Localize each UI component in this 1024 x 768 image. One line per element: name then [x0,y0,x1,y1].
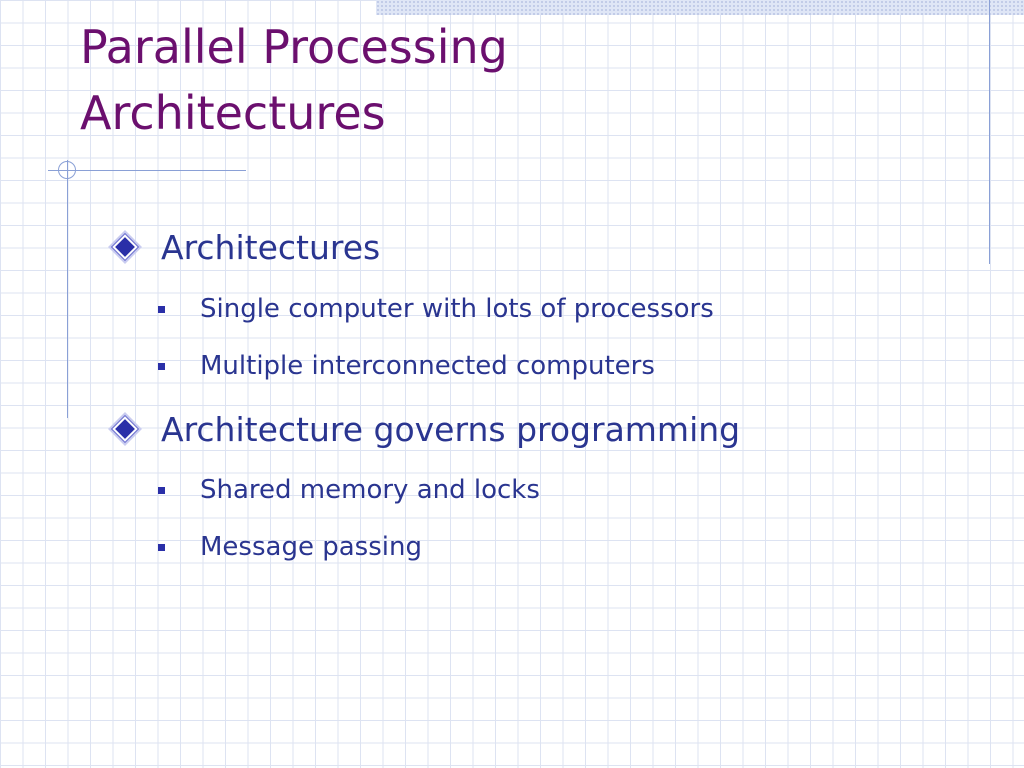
decorative-ring-icon [58,161,76,179]
decorative-right-rule [989,0,990,264]
bullet-architectures: Architectures [110,222,380,272]
sub-bullet-shared-memory: Shared memory and locks [158,470,540,510]
sub-bullet-text: Single computer with lots of processors [200,294,714,324]
decorative-top-band [376,0,1024,15]
sub-bullet-text: Shared memory and locks [200,475,540,505]
decorative-left-rule [67,160,68,418]
slide-title: Parallel Processing Architectures [80,14,940,146]
slide-title-line-2: Architectures [80,86,386,140]
sub-bullet-text: Multiple interconnected computers [200,351,655,381]
square-bullet-icon [158,486,165,494]
square-bullet-icon [158,362,165,370]
bullet-text: Architecture governs programming [161,409,741,449]
square-bullet-icon [158,305,165,313]
bullet-architecture-governs: Architecture governs programming [110,404,740,454]
bullet-text: Architectures [161,227,381,267]
sub-bullet-multiple-computers: Multiple interconnected computers [158,346,655,386]
slide-title-line-1: Parallel Processing [80,20,508,74]
square-bullet-icon [158,543,165,551]
sub-bullet-single-computer: Single computer with lots of processors [158,289,714,329]
decorative-horizontal-rule [48,170,246,171]
sub-bullet-message-passing: Message passing [158,527,422,567]
sub-bullet-text: Message passing [200,532,422,562]
diamond-bullet-icon [110,232,140,262]
diamond-bullet-icon [110,414,140,444]
